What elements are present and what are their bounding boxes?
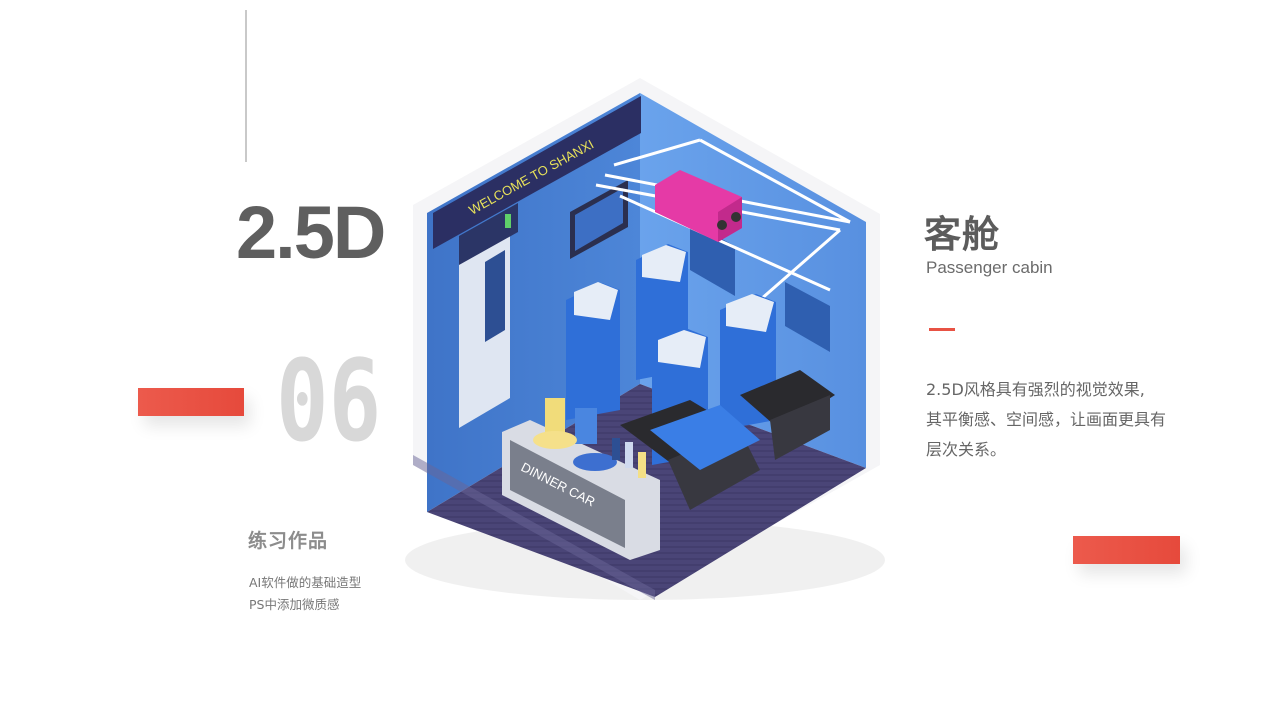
description-line-3: 层次关系。 [926,440,1007,459]
seat-front-right [720,294,835,460]
seat-back-left [566,282,620,420]
welcome-banner [433,96,641,249]
luggage-rack [595,138,851,302]
dinner-cart: DINNER CAR [502,398,660,560]
floor-edge [413,455,655,600]
cabin-illustration: WELCOME TO SHANXI [405,78,885,600]
seat-front-left [620,329,760,510]
series-number: 06 [276,337,382,467]
suitcase [655,170,742,242]
decorative-vertical-line [245,10,247,162]
tv-display [575,188,623,251]
accent-dash [929,328,955,331]
cabin-subtitle: Passenger cabin [926,258,1053,277]
work-subtitle: 练习作品 [248,530,329,552]
accent-bar-left [138,388,244,416]
description-line-1: 2.5D风格具有强烈的视觉效果, [926,380,1145,399]
note-line-1: AI软件做的基础造型 [249,575,362,590]
page-title: 2.5D [236,191,386,274]
person-icon [505,214,511,228]
note-line-2: PS中添加微质感 [249,597,340,612]
window-2 [785,282,830,352]
window-1 [690,222,735,296]
accent-bar-right [1073,536,1180,564]
door-window [485,250,505,342]
exit-sign [459,203,518,265]
description-line-2: 其平衡感、空间感，让画面更具有 [926,410,1167,429]
cabin-title: 客舱 [924,213,1000,256]
